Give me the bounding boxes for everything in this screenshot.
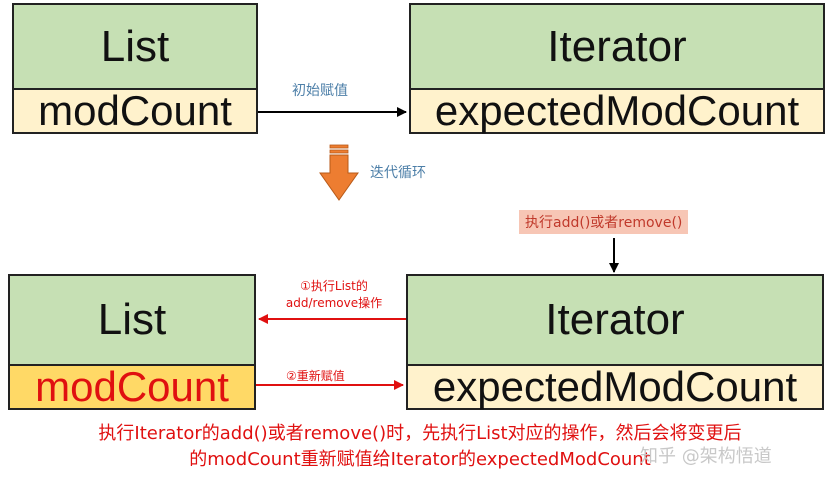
bottom-list-box: List bbox=[8, 274, 256, 366]
top-iterator-box: Iterator bbox=[409, 3, 825, 90]
bottom-list-modcount: modCount bbox=[35, 363, 229, 410]
assign-label: 初始赋值 bbox=[292, 83, 348, 99]
step1-line2: add/remove操作 bbox=[285, 296, 383, 310]
watermark: 知乎 @架构悟道 bbox=[640, 446, 772, 467]
bottom-list-title: List bbox=[97, 295, 167, 344]
top-list-box: List bbox=[12, 3, 258, 90]
step2-label: ②重新赋值 bbox=[286, 369, 345, 383]
top-list-title: List bbox=[100, 21, 170, 71]
transition-label: 迭代循环 bbox=[370, 165, 426, 181]
bottom-iterator-expected-box: expectedModCount bbox=[406, 363, 824, 410]
bottom-iterator-title: Iterator bbox=[545, 295, 685, 344]
top-iterator-title: Iterator bbox=[547, 21, 687, 71]
action-label: 执行add()或者remove() bbox=[519, 210, 689, 234]
down-arrow-icon bbox=[319, 144, 359, 201]
caption-line2: 的modCount重新赋值给Iterator的expectedModCount bbox=[189, 449, 651, 470]
bottom-iterator-box: Iterator bbox=[406, 274, 824, 366]
top-iterator-expectedmodcount: expectedModCount bbox=[434, 87, 800, 134]
bottom-iterator-expectedmodcount: expectedModCount bbox=[432, 363, 798, 410]
caption: 执行Iterator的add()或者remove()时，先执行List对应的操作… bbox=[0, 421, 840, 473]
caption-line1: 执行Iterator的add()或者remove()时，先执行List对应的操作… bbox=[98, 423, 742, 444]
top-iterator-expected-box: expectedModCount bbox=[409, 87, 825, 134]
top-list-modcount-box: modCount bbox=[12, 87, 258, 134]
step1-label: ①执行List的 add/remove操作 bbox=[272, 278, 396, 312]
step1-line1: ①执行List的 bbox=[300, 279, 368, 293]
top-list-modcount: modCount bbox=[38, 87, 232, 134]
bottom-list-modcount-box: modCount bbox=[8, 363, 256, 410]
